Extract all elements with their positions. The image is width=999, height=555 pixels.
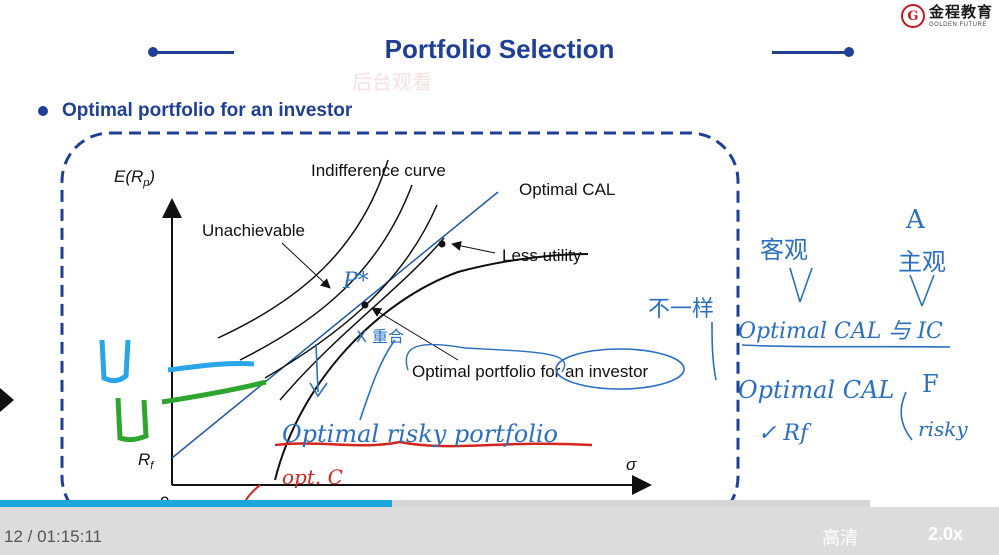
annotation-objective: 客观 bbox=[760, 236, 808, 264]
optimal-portfolio-pointer bbox=[371, 307, 459, 361]
annotation-optimal-cal-ic: Optimal CAL 与 IC bbox=[738, 319, 943, 344]
progress-fill bbox=[0, 500, 392, 507]
indifference-curve-3 bbox=[264, 204, 438, 379]
annotation-x-tangent: X 重合 bbox=[356, 327, 404, 346]
green-u-shape bbox=[115, 397, 149, 443]
red-underline bbox=[274, 440, 593, 448]
brand-logo: G 金程教育 GOLDEN FUTURE bbox=[900, 2, 993, 28]
bullet-point: Optimal portfolio for an investor bbox=[38, 100, 352, 122]
optimal-cal-line bbox=[171, 191, 499, 459]
bullet-dot-icon bbox=[38, 106, 48, 116]
bullet-text: Optimal portfolio for an investor bbox=[62, 100, 353, 121]
rf-label: Rf bbox=[138, 450, 154, 472]
optimal-portfolio-label: Optimal portfolio for an investor bbox=[412, 362, 649, 381]
annotation-risky: risky bbox=[918, 417, 968, 441]
slide-title: Portfolio Selection bbox=[384, 34, 615, 64]
ink-down-arrow bbox=[309, 343, 328, 398]
playback-time: 12 / 01:15:11 bbox=[4, 527, 102, 546]
green-stroke bbox=[161, 379, 267, 405]
less-utility-pointer bbox=[451, 240, 496, 254]
indifference-curve-1 bbox=[217, 159, 389, 339]
player-control-bar bbox=[0, 507, 999, 555]
annotation-f: F bbox=[922, 370, 939, 398]
annotation-a: A bbox=[905, 205, 926, 235]
optimal-cal-label: Optimal CAL bbox=[519, 180, 615, 199]
unachievable-label: Unachievable bbox=[202, 221, 305, 240]
indifference-curve-label: Indifference curve bbox=[311, 161, 446, 180]
cyan-stroke bbox=[167, 360, 255, 373]
annotation-optimal-cal-f: Optimal CAL bbox=[738, 376, 894, 404]
quality-button[interactable]: 高清 bbox=[822, 528, 858, 549]
logo-english-name: GOLDEN FUTURE bbox=[928, 21, 987, 28]
ink-arrow-left bbox=[789, 267, 813, 303]
logo-chinese-name: 金程教育 bbox=[928, 2, 993, 21]
ink-circle bbox=[555, 348, 685, 390]
indifference-curve-4 bbox=[279, 237, 445, 401]
y-axis-label: E(Rp) bbox=[114, 167, 155, 189]
logo-icon: G bbox=[900, 4, 925, 28]
less-utility-point bbox=[438, 240, 446, 248]
tangent-point bbox=[361, 301, 369, 309]
ink-loop bbox=[405, 343, 566, 373]
video-progress-bar[interactable] bbox=[0, 500, 870, 507]
title-right-dot bbox=[844, 47, 854, 57]
unachievable-pointer bbox=[281, 242, 331, 289]
indifference-curve-2 bbox=[239, 184, 413, 361]
annotation-rf-check: ✓ Rf bbox=[758, 421, 812, 446]
efficient-frontier bbox=[274, 253, 589, 481]
title-right-line bbox=[772, 51, 850, 54]
annotation-opt-c: opt. C bbox=[282, 465, 343, 489]
title-left-line bbox=[152, 51, 234, 54]
ink-bracket-2 bbox=[900, 391, 913, 441]
play-icon[interactable] bbox=[0, 388, 14, 412]
annotation-optimal-risky: Optimal risky portfolio bbox=[282, 420, 558, 448]
annotation-subjective: 主观 bbox=[898, 248, 946, 276]
watermark: 后台观看 bbox=[352, 70, 432, 94]
logo-text: 金程教育 GOLDEN FUTURE bbox=[928, 2, 993, 28]
ink-underline bbox=[741, 344, 951, 348]
annotation-different: 不一样 bbox=[648, 297, 714, 322]
cyan-u-shape bbox=[99, 339, 131, 384]
ink-arrow-right bbox=[909, 274, 935, 307]
ink-bracket bbox=[711, 321, 717, 381]
annotation-p-star: P* bbox=[342, 269, 369, 294]
less-utility-label: Less utility bbox=[502, 246, 582, 265]
x-axis-label: σ bbox=[626, 455, 637, 474]
speed-button[interactable]: 2.0x bbox=[928, 524, 964, 544]
ink-curve-arrow bbox=[359, 339, 396, 421]
